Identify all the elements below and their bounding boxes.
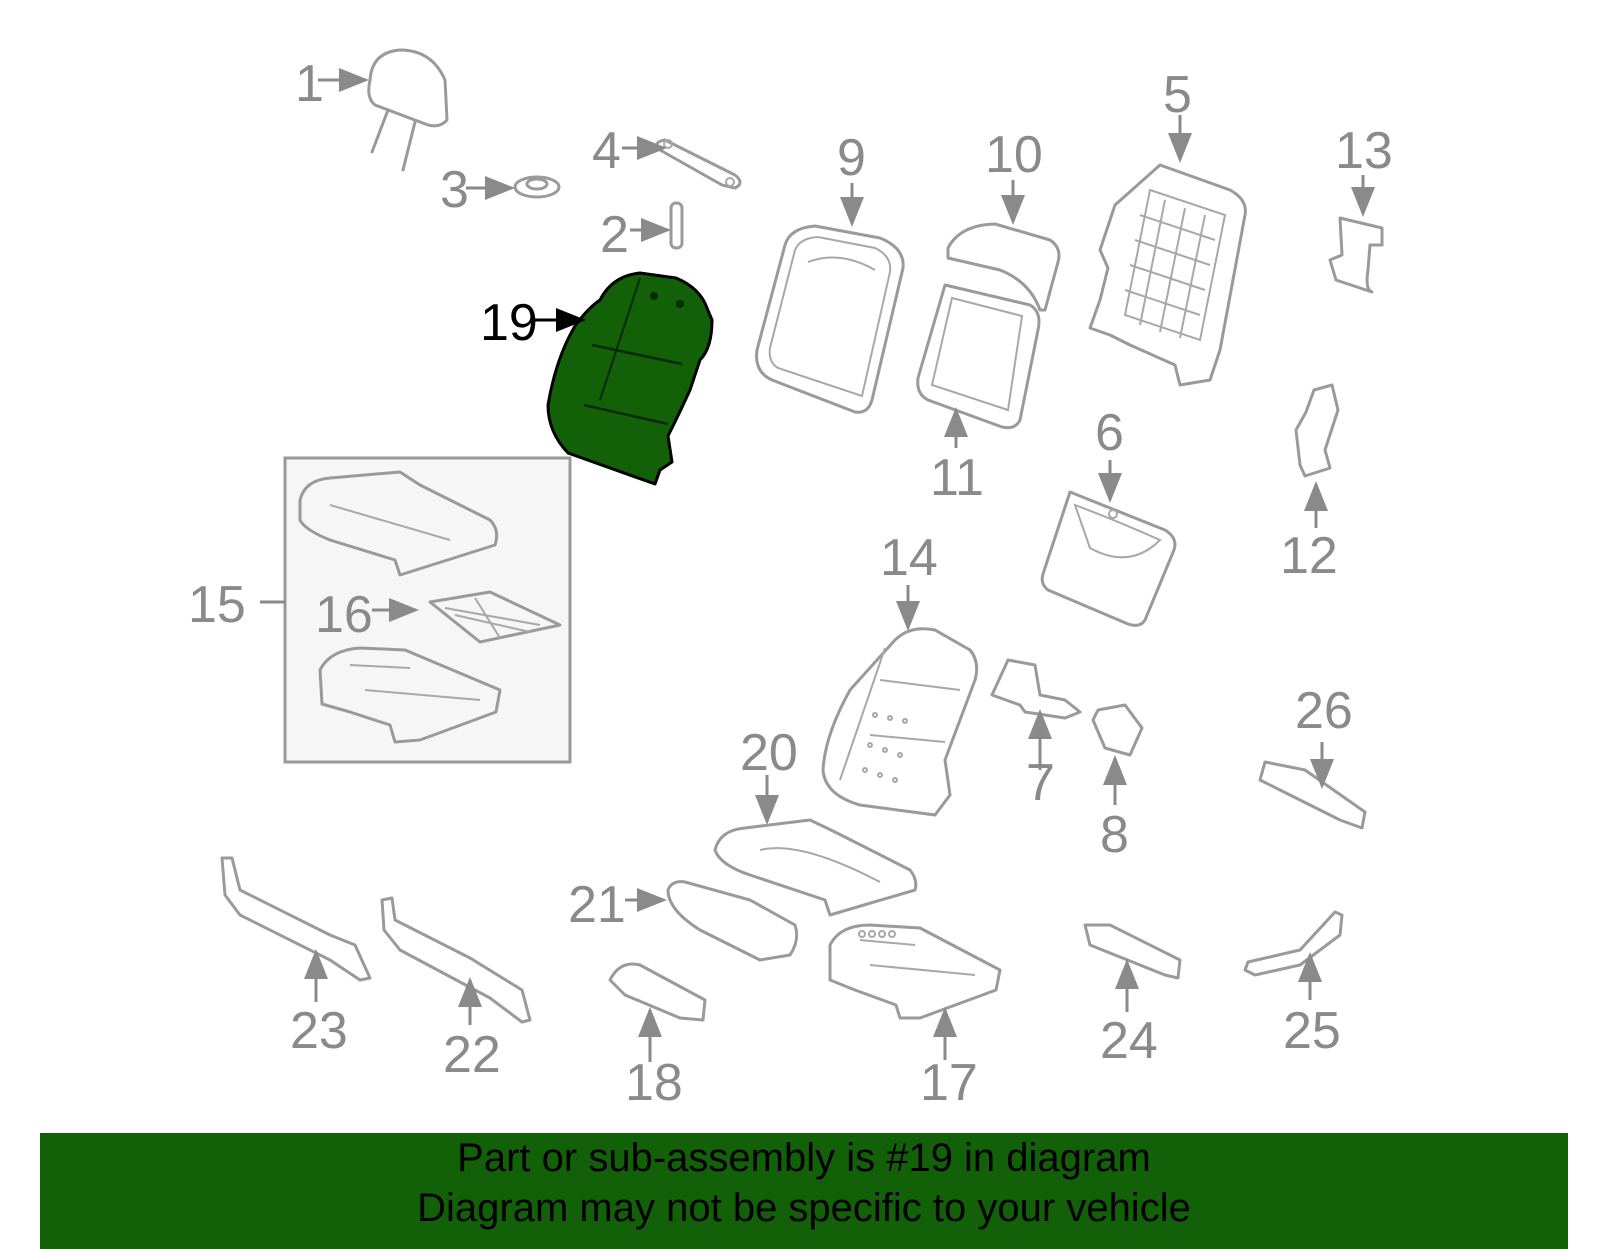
part-20-cushion-pad[interactable]: 20 [713,724,918,917]
callout-10: 10 [985,126,1043,184]
part-4-link[interactable]: 4 [592,122,742,190]
part-1-headrest[interactable]: 1 [295,48,449,172]
callout-20: 20 [740,724,798,782]
callout-5: 5 [1163,66,1192,124]
callout-26: 26 [1295,682,1353,740]
callout-8: 8 [1100,806,1129,864]
callout-17: 17 [920,1054,978,1112]
callout-22: 22 [443,1026,501,1084]
part-11-lower-trim[interactable]: 11 [916,283,1041,507]
part-17-seat-frame[interactable]: 17 [828,923,1002,1112]
banner-line-1: Part or sub-assembly is #19 in diagram [457,1136,1151,1180]
part-12-bracket[interactable]: 12 [1280,383,1340,585]
part-22-side-trim[interactable]: 22 [380,896,532,1084]
callout-14: 14 [880,529,938,587]
callout-7: 7 [1026,754,1055,812]
callout-1: 1 [295,55,324,113]
part-7-actuator[interactable]: 7 [990,658,1082,812]
part-9-back-panel[interactable]: 9 [755,129,905,414]
callout-21: 21 [568,876,626,934]
callout-23: 23 [290,1002,348,1060]
callout-6: 6 [1095,404,1124,462]
info-banner: Part or sub-assembly is #19 in diagram D… [40,1133,1568,1249]
callout-9: 9 [837,129,866,187]
callout-16: 16 [315,586,373,644]
part-18-pad-small[interactable]: 18 [608,962,707,1112]
part-25-cover[interactable]: 25 [1243,910,1344,1060]
part-15-cushion-assembly[interactable]: 15 16 [188,456,572,764]
part-24-cover[interactable]: 24 [1083,923,1182,1070]
callout-24: 24 [1100,1012,1158,1070]
part-6-map-pocket[interactable]: 6 [1040,404,1177,627]
part-3-grommet[interactable]: 3 [440,161,561,219]
callout-13: 13 [1335,122,1393,180]
part-13-clip[interactable]: 13 [1328,122,1393,294]
callout-12: 12 [1280,527,1338,585]
part-26-trim-strip[interactable]: 26 [1258,682,1367,830]
callout-15: 15 [188,576,246,634]
callout-4: 4 [592,122,621,180]
part-10-upper-trim[interactable]: 10 [946,126,1061,312]
callout-3: 3 [440,161,469,219]
callout-25: 25 [1283,1002,1341,1060]
part-8-module[interactable]: 8 [1091,703,1144,864]
part-14-seat-back-trim[interactable]: 14 [821,529,979,817]
callout-2: 2 [600,206,629,264]
callout-18: 18 [625,1054,683,1112]
part-5-seat-back-frame[interactable]: 5 [1088,66,1247,387]
callout-11: 11 [930,449,984,507]
part-21-pad[interactable]: 21 [568,876,799,962]
part-23-side-trim[interactable]: 23 [220,856,372,1060]
part-2-pin[interactable]: 2 [600,201,684,264]
callout-19: 19 [480,294,538,352]
part-16-heater-mat[interactable]: 16 [315,586,562,644]
banner-line-2: Diagram may not be specific to your vehi… [417,1186,1191,1230]
part-19-seat-back-cover[interactable]: 19 [480,271,714,486]
